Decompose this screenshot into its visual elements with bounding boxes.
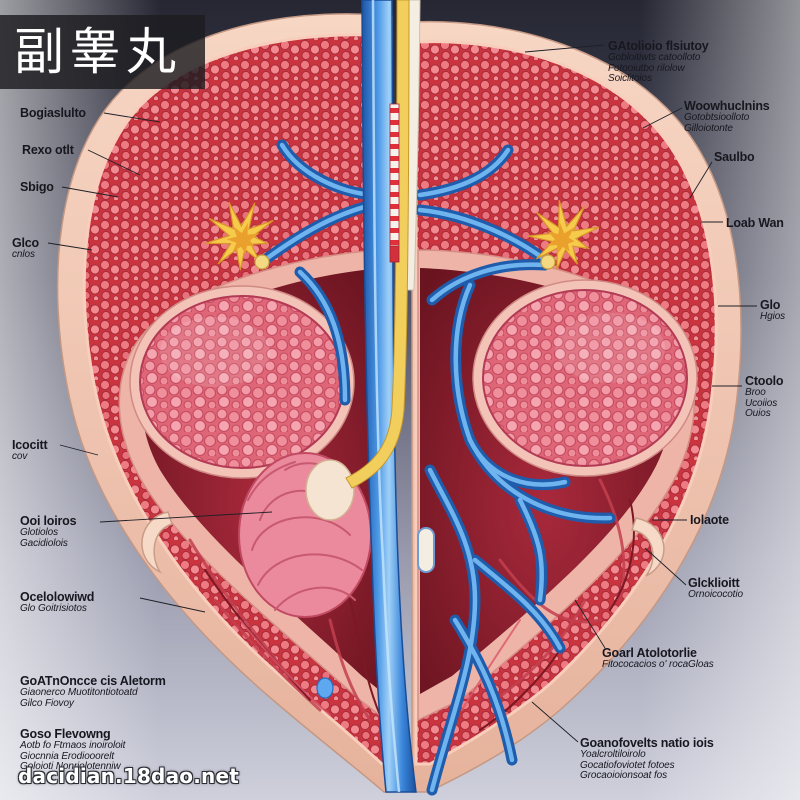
leader-line: [531, 701, 579, 743]
vessel-node-right: [540, 254, 556, 270]
label-line: Gobloitiwts catoolloto: [608, 52, 701, 63]
label-line: Rexo otlt: [22, 143, 74, 157]
skin-fold-left: [141, 511, 173, 574]
right-testis-highlight: [555, 313, 665, 383]
label-line: Gilloiotonte: [684, 122, 733, 134]
label-line: Iolaote: [690, 513, 729, 527]
label-line: cov: [12, 451, 28, 462]
leader-lines: [47, 44, 757, 743]
leader-line: [642, 107, 683, 129]
leader-line: [524, 44, 605, 53]
label-line: Glotiolos: [20, 527, 59, 538]
label-line: Gilco Fiovoy: [20, 697, 74, 709]
left-testis-highlight: [160, 317, 270, 387]
label-line: Goanofovelts natio iois: [580, 736, 714, 750]
leader-line: [99, 511, 273, 523]
label-line: Goso Flevowng: [20, 727, 111, 741]
label-line: Bogiaslulto: [20, 106, 86, 120]
leader-line: [103, 112, 161, 123]
blue-droplet: [316, 677, 334, 699]
label-line: Ocelolowiwd: [20, 590, 95, 604]
label-right-8: Glcklioitt Ornoicocotio: [688, 576, 743, 601]
muscle-fibers-right: [461, 478, 635, 731]
label-line: Ctoolo: [745, 374, 784, 388]
title-box: 副睾丸: [0, 15, 205, 89]
leader-line: [689, 161, 713, 199]
leader-line: [87, 149, 141, 176]
leader-line: [47, 242, 93, 251]
leader-line: [574, 599, 606, 649]
yellow-plexus-left-core: [226, 222, 260, 254]
label-line: Saulbo: [714, 150, 755, 164]
blue-vessels: [256, 139, 616, 796]
label-line: Soiclitoios: [608, 73, 652, 85]
label-line: Gocatiofoviotet fotoes: [580, 759, 675, 771]
label-line: Goarl Atolotorlie: [602, 646, 697, 660]
label-left-3: Sbigo: [20, 180, 54, 194]
label-right-4: Loab Wan: [726, 216, 784, 230]
leader-line: [139, 597, 206, 613]
leader-line: [59, 444, 99, 456]
leader-line: [644, 547, 687, 586]
label-line: GAtolioio flsiutoy: [608, 39, 709, 53]
label-line: Fitococacios o' rocaGloas: [602, 659, 714, 670]
label-line: Goloioti Nonriolotenniw: [20, 761, 121, 773]
label-line: Ooi loiros: [20, 514, 77, 528]
label-line: Woowhuclnins: [684, 99, 770, 113]
label-line: Glcklioitt: [688, 576, 740, 590]
watermark-text: dacidian.18dao.net: [18, 764, 239, 788]
label-left-7: Ocelolowiwd Glo Goitrisiotos: [20, 590, 94, 615]
label-line: Gotobtsioolloto: [684, 112, 750, 123]
label-left-8: GoATnOncce cis Aletorm Giaonerco Muotito…: [20, 674, 166, 709]
striped-segment: [389, 103, 400, 247]
label-right-3: Saulbo: [714, 150, 755, 164]
label-line: Broo: [745, 387, 766, 398]
label-line: Hgios: [760, 311, 786, 322]
label-line: Glco: [12, 236, 39, 250]
label-line: GoATnOncce cis Aletorm: [20, 674, 166, 688]
label-line: Ouios: [745, 408, 771, 420]
vessel-node-left: [254, 254, 270, 270]
label-line: Grocaoioionsoat fos: [580, 770, 668, 782]
right-testis: [482, 289, 688, 467]
label-right-6: Ctoolo Broo Ucoiios Ouios: [745, 374, 784, 420]
label-line: Icocitt: [12, 438, 48, 452]
label-line: Glo: [760, 298, 781, 312]
label-left-9: Goso Flevowng Aotb fo Ftmaos inoiroloit …: [20, 727, 125, 773]
label-line: Giaonerco Muotitontiotoatd: [20, 687, 138, 698]
tube-capsule: [417, 527, 435, 573]
label-right-1: GAtolioio flsiutoy Gobloitiwts catoollot…: [608, 39, 709, 85]
label-right-10: Goanofovelts natio iois Yoalcroltiloirol…: [580, 736, 714, 782]
label-right-7: Iolaote: [690, 513, 729, 527]
label-line: Ucoiios: [745, 397, 778, 409]
epididymis-head: [305, 459, 355, 521]
label-line: Yoalcroltiloirolo: [580, 749, 646, 760]
label-right-5: Glo Hgios: [760, 298, 785, 323]
label-line: Loab Wan: [726, 216, 784, 230]
label-left-2: Rexo otlt: [22, 143, 74, 157]
page-title: 副睾丸: [14, 23, 182, 81]
red-segment: [389, 245, 400, 263]
label-line: Giocnnia Erodiooorelt: [20, 750, 115, 762]
label-right-2: Woowhuclnins Gotobtsioolloto Gilloiotont…: [684, 99, 770, 134]
yellow-plexus-right-core: [546, 222, 575, 255]
label-line: cnlos: [12, 249, 35, 260]
label-line: Gacidiolois: [20, 537, 68, 549]
label-line: Aotb fo Ftmaos inoiroloit: [20, 740, 126, 751]
leader-line: [61, 186, 119, 198]
label-left-6: Ooi loiros Glotiolos Gacidiolois: [20, 514, 77, 549]
label-left-5: Icocitt cov: [12, 438, 48, 463]
muscle-fibers-left: [188, 538, 381, 722]
label-left-1: Bogiaslulto: [20, 106, 86, 120]
label-left-4: Glco cnlos: [12, 236, 39, 261]
skin-fold-right: [631, 517, 665, 577]
central-blue-tube-highlight: [371, 0, 401, 793]
label-line: Sbigo: [20, 180, 54, 194]
label-right-9: Goarl Atolotorlie Fitococacios o' rocaGl…: [602, 646, 714, 671]
label-line: Glo Goitrisiotos: [20, 603, 87, 614]
label-line: Fotooiutbo rilolow: [608, 62, 685, 74]
label-line: Ornoicocotio: [688, 589, 743, 600]
